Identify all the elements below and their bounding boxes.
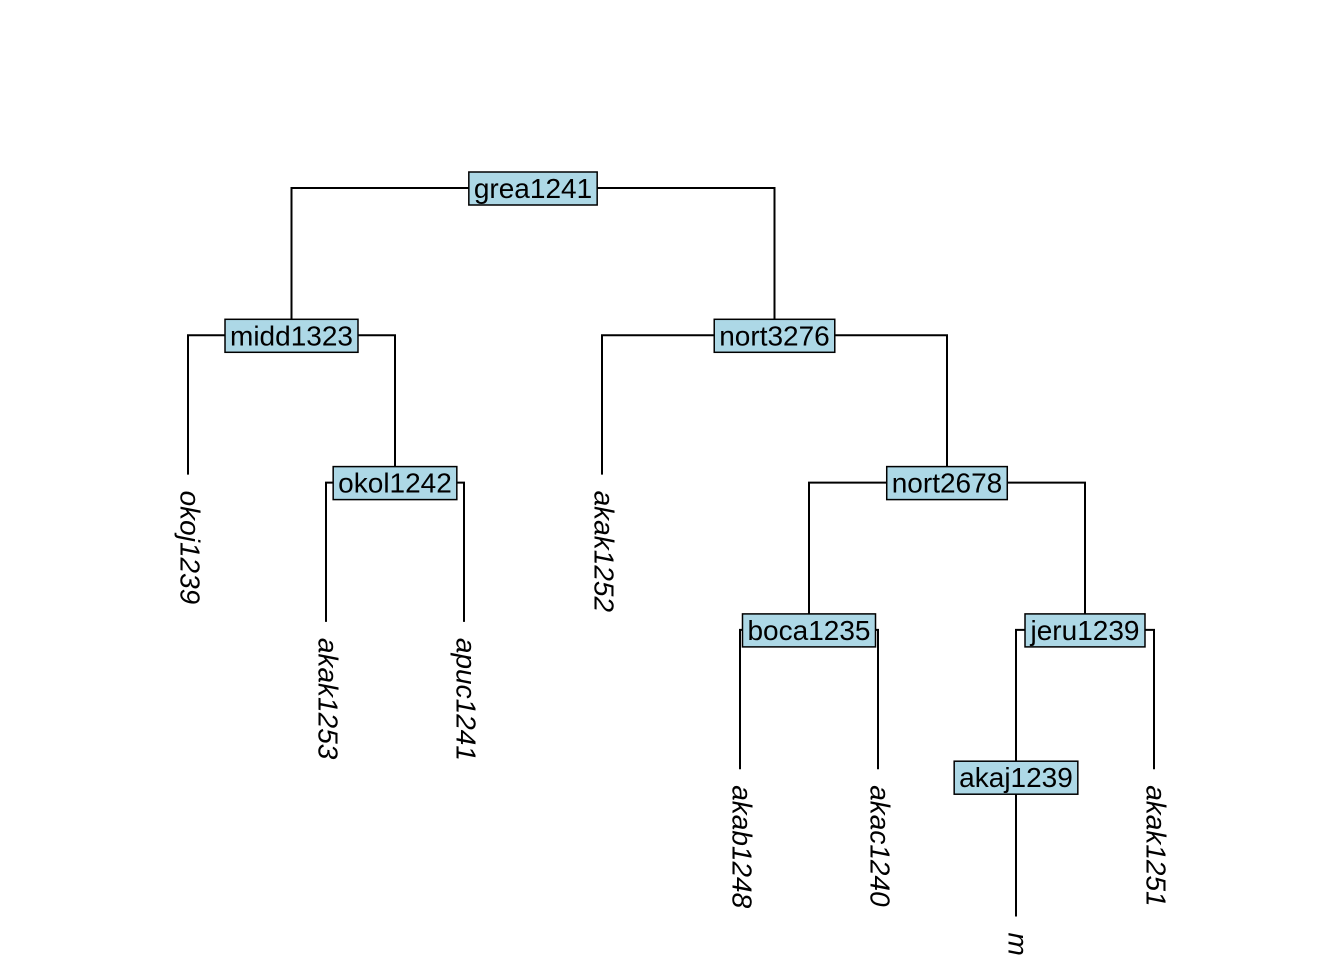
tree-edge — [947, 481, 1086, 630]
node-grea1241: grea1241 — [468, 171, 598, 206]
node-nort3276: nort3276 — [713, 318, 836, 354]
leaf-m: m — [1003, 933, 1034, 956]
tree-edge — [809, 628, 879, 770]
tree-edge — [290, 187, 533, 336]
tree-edge — [291, 334, 396, 483]
node-nort2678: nort2678 — [885, 465, 1009, 501]
node-box — [741, 613, 877, 648]
tree-edge — [1015, 628, 1085, 778]
leaf-akak1251: akak1251 — [1141, 785, 1172, 906]
tree-edge — [325, 481, 395, 622]
leaf-akab1248: akab1248 — [727, 785, 758, 908]
node-okol1242: okol1242 — [332, 465, 458, 501]
tree-edge — [808, 481, 947, 630]
leaf-apuc1241: apuc1241 — [451, 638, 482, 761]
tree-edge — [533, 187, 776, 336]
tree-edges — [187, 187, 1155, 917]
node-midd1323: midd1323 — [224, 318, 359, 354]
node-label: akaj1239 — [959, 762, 1073, 793]
tree-edge — [601, 334, 775, 475]
tree-edge — [1085, 628, 1155, 770]
node-label: boca1235 — [747, 615, 870, 646]
leaf-akac1240: akac1240 — [865, 785, 896, 907]
node-box — [713, 318, 836, 354]
leaf-okoj1239: okoj1239 — [175, 491, 206, 605]
node-label: okol1242 — [338, 468, 452, 499]
node-label: midd1323 — [230, 320, 353, 351]
node-akaj1239: akaj1239 — [953, 760, 1079, 795]
node-box — [953, 760, 1079, 795]
node-box — [224, 318, 359, 354]
node-box — [468, 171, 598, 206]
tree-edge — [774, 334, 948, 483]
node-box — [1024, 613, 1146, 648]
node-boca1235: boca1235 — [741, 613, 877, 648]
node-box — [885, 465, 1009, 501]
leaf-akak1253: akak1253 — [313, 638, 344, 760]
node-box — [332, 465, 458, 501]
node-label: jeru1239 — [1030, 615, 1140, 646]
leaf-akak1252: akak1252 — [589, 491, 620, 613]
node-jeru1239: jeru1239 — [1024, 613, 1146, 648]
tree-edge — [395, 481, 465, 622]
node-label: nort3276 — [719, 320, 830, 351]
tree-edge — [187, 334, 292, 475]
tree-edge — [739, 628, 809, 770]
node-label: nort2678 — [892, 468, 1003, 499]
tree-nodes: okoj1239 akak1253 apuc1241 okol1242 midd1323… — [175, 171, 1172, 956]
node-label: grea1241 — [474, 173, 592, 204]
